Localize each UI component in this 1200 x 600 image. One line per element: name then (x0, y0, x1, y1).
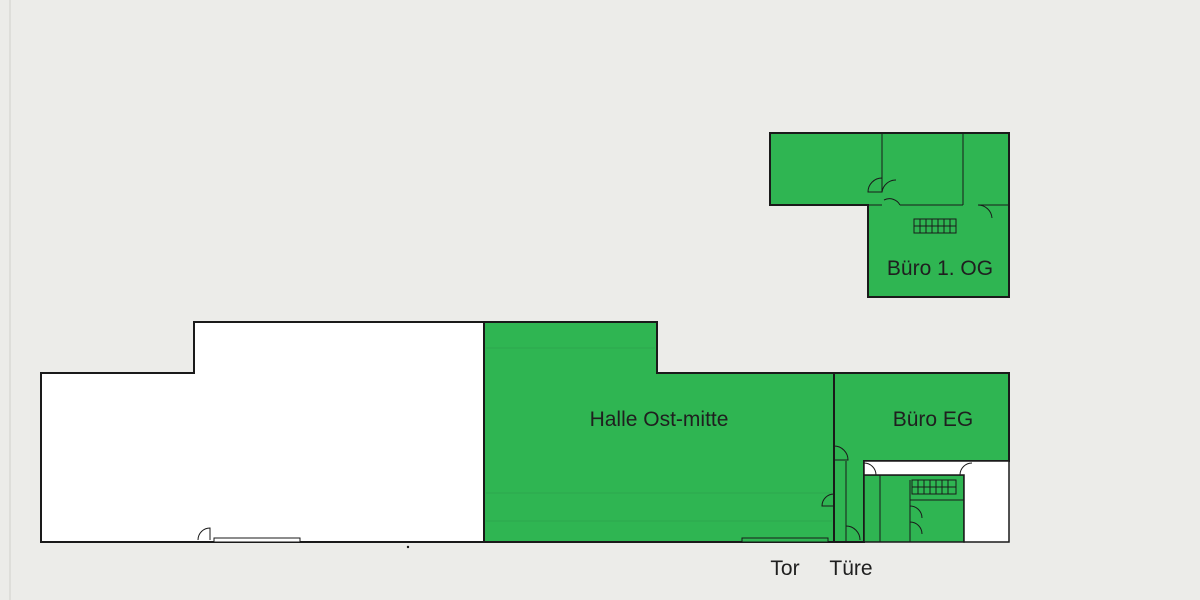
label-tuere: Türe (829, 557, 872, 580)
door-swing-icon (197, 527, 211, 541)
room-label-halle-ost-mitte: Halle Ost-mitte (590, 408, 729, 431)
upper-floor-office: Büro 1. OG (769, 132, 1010, 298)
door-swing-icon (883, 198, 901, 206)
gate-marker (741, 537, 829, 543)
door-swing-icon (863, 462, 877, 476)
staircase-icon (913, 218, 957, 234)
buero-eg-lower-area (863, 474, 965, 543)
ground-floor: Halle Ost-mitte Büro EG Tor Türe (40, 321, 1010, 580)
door-swing-icon (959, 462, 973, 476)
door-swing-icon (867, 177, 883, 193)
staircase-icon (911, 479, 957, 495)
dot-mark (406, 545, 410, 549)
door-swing-icon (821, 493, 835, 507)
door-swing-icon (909, 521, 923, 535)
door-swing-icon (833, 445, 849, 461)
room-label-buero-og: Büro 1. OG (887, 257, 993, 280)
gate-marker (213, 537, 301, 543)
label-tor: Tor (770, 557, 799, 580)
door-swing-icon (881, 179, 897, 193)
room-label-buero-eg: Büro EG (893, 408, 974, 431)
upper-floor-outline (769, 132, 1010, 298)
door-swing-icon (909, 505, 923, 519)
door-swing-icon (977, 204, 993, 219)
door-swing-icon (845, 525, 861, 541)
white-corridor-area (863, 460, 1010, 543)
